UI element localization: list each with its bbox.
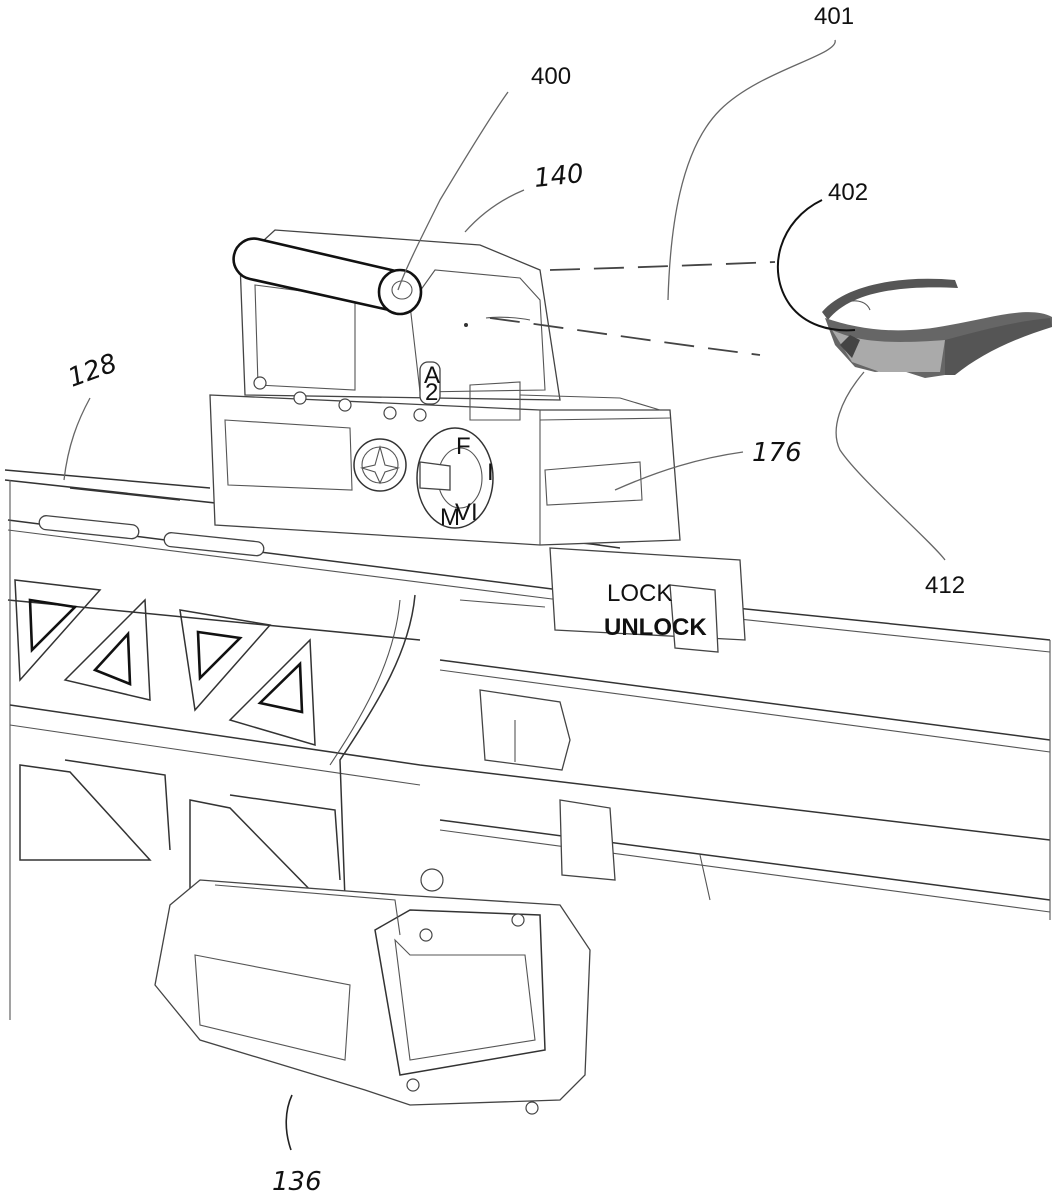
beam-lines	[489, 261, 776, 356]
leader-402	[776, 199, 856, 332]
handguard-rail	[4, 469, 1051, 1020]
leader-136	[285, 1094, 293, 1151]
label-412: 412	[925, 572, 965, 599]
label-401: 401	[814, 3, 854, 30]
lock-label: LOCK	[607, 580, 672, 607]
sight-mount: F I VI M LOCK UNLOCK	[209, 394, 746, 653]
button-mark-2: 2	[425, 379, 438, 406]
label-176: 176	[752, 438, 802, 468]
leader-401	[667, 39, 836, 301]
button-mark-a: A	[424, 362, 440, 389]
label-402: 402	[828, 179, 868, 206]
dial-mark-top: F	[456, 433, 471, 460]
leader-140	[464, 189, 525, 233]
label-400: 400	[531, 63, 571, 90]
label-136: 136	[272, 1167, 322, 1197]
emitter-cylinder	[232, 237, 423, 316]
label-128: 128	[64, 348, 121, 393]
foregrip	[154, 879, 591, 1115]
dial-mark-bottom: VI	[455, 499, 478, 526]
leader-400	[397, 91, 509, 291]
dial-mark-left: M	[440, 504, 460, 531]
leader-lines	[63, 39, 946, 1151]
label-140: 140	[533, 159, 586, 194]
leader-176	[614, 451, 744, 491]
dial-mark-right: I	[487, 459, 494, 486]
leader-412	[835, 371, 946, 561]
eyewear	[822, 278, 1052, 378]
unlock-label: UNLOCK	[604, 614, 707, 641]
leader-128	[63, 397, 91, 481]
